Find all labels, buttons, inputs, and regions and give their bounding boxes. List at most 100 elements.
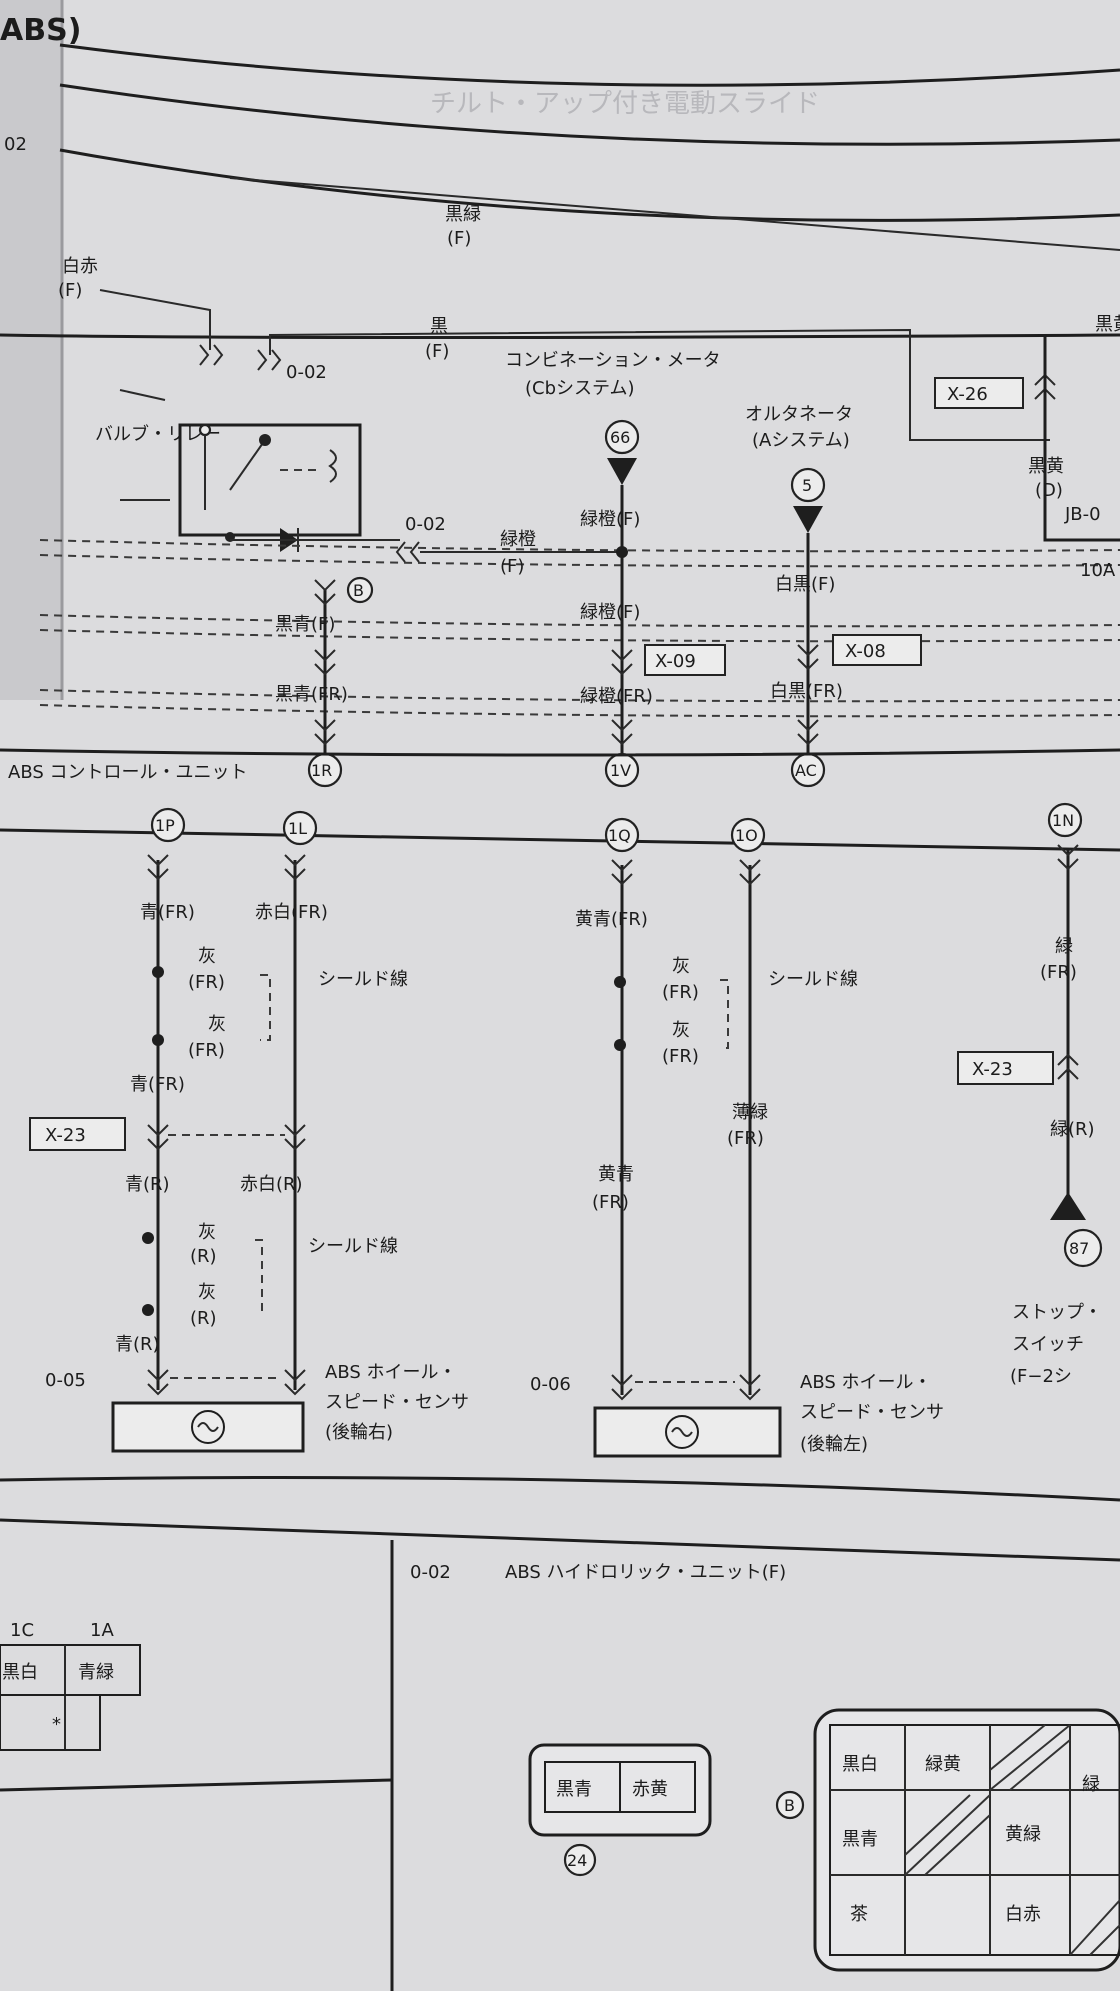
connector-x09-label: X-09 <box>655 651 696 672</box>
combination-meter-label: コンビネーション・メータ <box>505 350 721 371</box>
wire-label-lg: 薄緑 <box>732 1102 768 1123</box>
gr-label-6: 灰 <box>672 1020 690 1041</box>
connector-x09-box <box>644 644 726 676</box>
connector-24-text-1: 黒青 <box>556 1779 592 1800</box>
frame-top <box>0 333 1120 339</box>
alternator-sys: (Aシステム) <box>752 430 850 451</box>
sensor-ac-wave-2 <box>671 1427 693 1437</box>
connector-mark-w-r <box>199 344 224 366</box>
connector-mark-0-05-a <box>147 1369 169 1396</box>
jb-label: JB-0 <box>1064 504 1101 525</box>
table-left-cell-1: 黒白 <box>2 1662 38 1683</box>
border-curve-3 <box>59 148 1120 222</box>
band-dash-5 <box>39 689 1120 703</box>
connector-mark-bk-b-2 <box>314 649 336 676</box>
sensor-ac-icon-2 <box>665 1415 699 1449</box>
gr-fr-label-1: (FR) <box>188 972 225 993</box>
page-code: 02 <box>4 134 27 155</box>
connector-0-06-label: 0-06 <box>530 1374 571 1395</box>
connector-mark-x23-b <box>147 1124 169 1151</box>
wire-label-r-w-fr: 赤白(FR) <box>255 902 328 923</box>
wire-label-bk-f: (F) <box>425 341 449 362</box>
connector-mark-x09 <box>611 649 633 676</box>
pin-1V-label: 1V <box>610 761 631 780</box>
connector-x26-label: X-26 <box>947 384 988 405</box>
connector-x23-left-label: X-23 <box>45 1125 86 1146</box>
connector-mark-ac <box>797 719 819 746</box>
connector-mark-1l <box>284 854 306 881</box>
connector-mark-1p <box>147 854 169 881</box>
band-dash-2 <box>39 554 1120 568</box>
bleed-through-text: チルト・アップ付き電動スライド <box>430 89 820 119</box>
connector-right-cell-1: 黒白 <box>842 1754 878 1775</box>
wire-label-g-r: 緑(R) <box>1050 1119 1095 1140</box>
connector-24-circle <box>563 1843 597 1877</box>
wire-label-w-r: 白赤 <box>62 256 98 277</box>
border-curve-1 <box>59 43 1120 87</box>
connector-mark-bk-b-1 <box>314 579 336 606</box>
connector-right-shell <box>813 1708 1120 1972</box>
pin-87-triangle <box>1050 1192 1086 1220</box>
wire-label-y-b-fr2: (FR) <box>592 1192 629 1213</box>
wire-label-bk-b-f: 黒青(F) <box>275 614 335 635</box>
gr-label-4: 灰 <box>198 1282 216 1303</box>
abs-unit-label: ABS コントロール・ユニット <box>8 762 248 783</box>
connector-right-grid <box>829 1724 1120 1956</box>
wire-label-g-o-f-1: 緑橙(F) <box>580 509 640 530</box>
sensor-right-label-2: スピード・センサ <box>325 1392 469 1413</box>
wire-label-w-bk-f: 白黒(F) <box>775 574 835 595</box>
gr-r-label-4: (R) <box>190 1308 217 1329</box>
sensor-ac-wave <box>197 1422 219 1432</box>
wire-label-bk: 黒 <box>430 316 448 337</box>
sensor-left-label-2: スピード・センサ <box>800 1402 944 1423</box>
band-dash-1 <box>39 539 1120 553</box>
wire-label-b-r-2: 青(R) <box>115 1334 160 1355</box>
pin-87-circle <box>1063 1228 1103 1268</box>
gr-fr-label-5: (FR) <box>662 982 699 1003</box>
pin-87-label: 87 <box>1069 1239 1089 1258</box>
connector-b-circle <box>346 576 374 604</box>
shield-bracket-2 <box>255 1239 263 1311</box>
connector-0-05-label: 0-05 <box>45 1370 86 1391</box>
shield-node-3 <box>142 1232 154 1244</box>
gr-label-3: 灰 <box>198 1222 216 1243</box>
wire-bk <box>269 328 1050 441</box>
hydraulic-unit-label: ABS ハイドロリック・ユニット(F) <box>505 1562 786 1583</box>
gr-label-2: 灰 <box>208 1014 226 1035</box>
sensor-left-label-3: (後輪左) <box>800 1434 868 1455</box>
wire-label-g-o-f: (F) <box>500 556 524 577</box>
wire-label-b-fr-2: 青(FR) <box>130 1074 185 1095</box>
connector-mark-0-06-a <box>611 1374 633 1401</box>
wire-label-w-r-f: (F) <box>58 280 82 301</box>
wire-label-bk-g: 黒緑 <box>445 204 481 225</box>
pin-1R-label: 1R <box>311 761 332 780</box>
section-divider-1 <box>0 1476 1120 1502</box>
pin-5-label: 5 <box>802 476 812 495</box>
wire-label-g-o-f-2: 緑橙(F) <box>580 602 640 623</box>
stop-switch-label-1: ストップ・ <box>1012 1302 1102 1323</box>
pin-1P-label: 1P <box>155 816 175 835</box>
stop-switch-label-2: スイッチ <box>1012 1334 1084 1355</box>
shield-label-3: シールド線 <box>768 969 858 990</box>
wire-w-r <box>99 289 211 350</box>
pin-1O-label: 1O <box>735 826 758 845</box>
wire-label-bk-g-f: (F) <box>447 228 471 249</box>
connector-right-cell-2: 緑黄 <box>925 1754 961 1775</box>
band-dash-6 <box>39 704 1120 718</box>
table-left-cell-4: * <box>52 1714 61 1735</box>
wire-label-b-r: 青(R) <box>125 1174 170 1195</box>
pin-1L-circle <box>282 810 318 846</box>
shield-bracket-1 <box>260 974 271 1041</box>
connector-right-cell-7: 白赤 <box>1005 1904 1041 1925</box>
shield-node-6 <box>614 1039 626 1051</box>
shield-node-5 <box>614 976 626 988</box>
section-divider-2 <box>0 1518 1120 1562</box>
wire-label-g-o-fr: 緑橙(FR) <box>580 686 653 707</box>
gr-label-1: 灰 <box>198 946 216 967</box>
wire-label-r-w-r: 赤白(R) <box>240 1174 303 1195</box>
connector-mark-0-05-b <box>284 1369 306 1396</box>
connector-right-cell-6: 茶 <box>850 1904 868 1925</box>
left-box-bottom <box>0 1778 393 1792</box>
sensor-left-label-1: ABS ホイール・ <box>800 1372 932 1393</box>
